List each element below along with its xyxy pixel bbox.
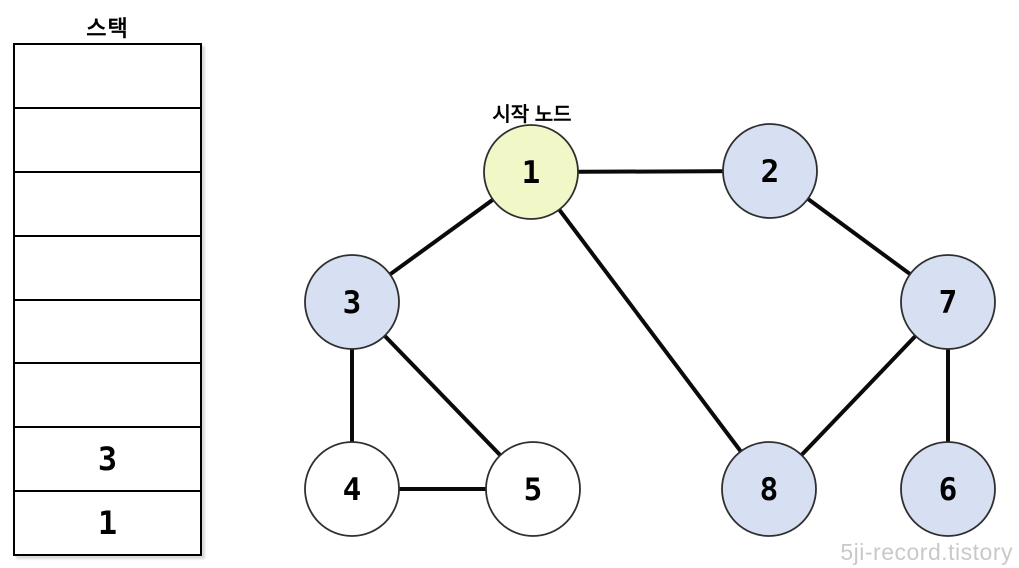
graph-node-label-8: 8 <box>760 472 779 508</box>
stack-cell-1 <box>15 109 200 173</box>
graph-node-label-6: 6 <box>939 472 958 508</box>
graph-edge-1-8 <box>529 170 771 491</box>
graph-node-5: 5 <box>485 441 581 537</box>
graph-node-circle-7 <box>900 254 996 350</box>
graph-node-circle-3 <box>304 254 400 350</box>
stack-title: 스택 <box>86 16 129 41</box>
stack-cell-2 <box>15 173 200 237</box>
graph-node-label-4: 4 <box>343 472 362 508</box>
graph-node-circle-2 <box>722 123 818 219</box>
graph-node-4: 4 <box>304 441 400 537</box>
graph-node-circle-8 <box>721 441 817 537</box>
graph-node-label-1: 1 <box>522 155 541 191</box>
graph-node-8: 8 <box>721 441 817 537</box>
watermark: 5ji-record.tistory <box>840 539 1013 565</box>
graph-node-circle-1 <box>483 124 579 220</box>
graph-node-circle-6 <box>900 441 996 537</box>
graph-node-3: 3 <box>304 254 400 350</box>
stack-cell-5 <box>15 364 200 429</box>
graph-node-label-5: 5 <box>524 472 543 508</box>
graph-node-1: 1 <box>483 124 579 220</box>
stack-cell-4 <box>15 301 200 365</box>
graph-node-6: 6 <box>900 441 996 537</box>
graph-node-circle-4 <box>304 441 400 537</box>
graph-node-label-7: 7 <box>939 285 958 321</box>
graph-node-7: 7 <box>900 254 996 350</box>
stack-cell-3 <box>15 237 200 301</box>
stack-cell-0 <box>15 45 200 109</box>
stack-cell-7: 1 <box>97 504 118 543</box>
start-node-label: 시작 노드 <box>492 104 572 126</box>
graph-node-label-2: 2 <box>761 154 780 190</box>
graph-node-label-3: 3 <box>343 285 362 321</box>
stack-cell-6: 3 <box>15 428 200 493</box>
graph-node-2: 2 <box>722 123 818 219</box>
graph-node-circle-5 <box>485 441 581 537</box>
